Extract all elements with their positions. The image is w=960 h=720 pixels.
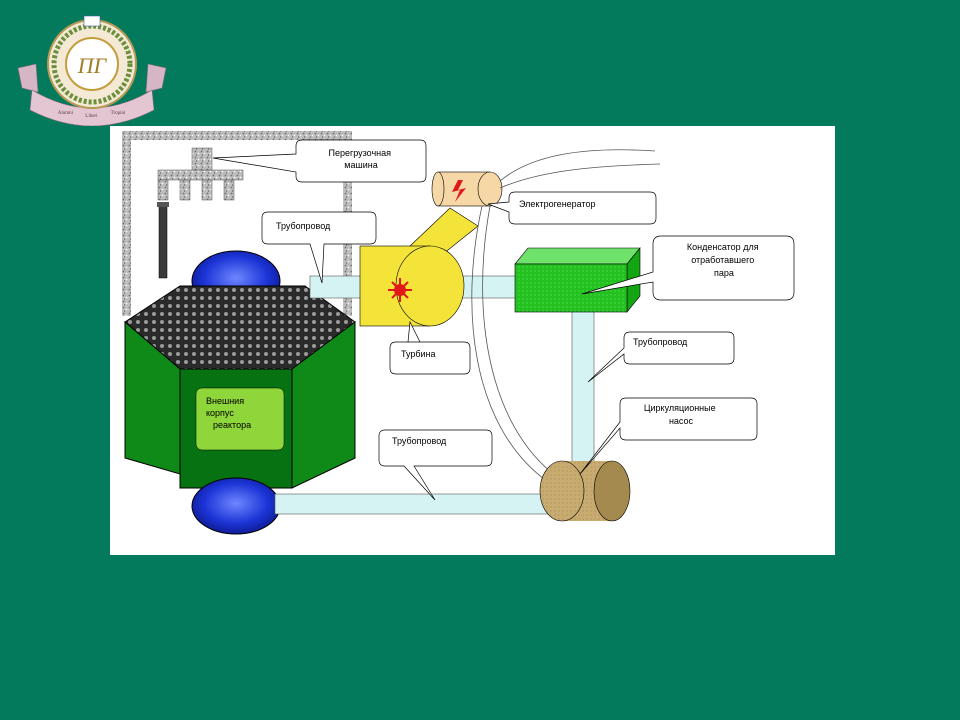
- turbine-star-icon: [388, 278, 412, 302]
- svg-text:Конденсатор для отрабо: Конденсатор для отработавшего пара: [687, 242, 761, 278]
- circulation-pump: [539, 460, 631, 522]
- svg-text:Циркуляционные насос: Циркуляционные насос: [644, 403, 718, 426]
- callout-pipeline-right: Трубопровод: [587, 331, 735, 383]
- diagram-panel: Внешния корпус реактора: [110, 126, 835, 555]
- svg-text:Турбина: Турбина: [401, 349, 436, 359]
- turbine: [359, 245, 465, 327]
- svg-text:Перегрузочная машина: Перегрузочная машина: [328, 148, 393, 170]
- emblem-ribbon-words: Alumni Liberi Tropini: [58, 111, 126, 119]
- svg-text:Трубопровод: Трубопровод: [392, 436, 447, 446]
- reactor-schematic: Внешния корпус реактора: [122, 131, 795, 535]
- fuel-rod-cap: [157, 202, 169, 207]
- callout-condenser: Конденсатор для отработавшего пара: [581, 235, 795, 301]
- lightning-icon: [452, 180, 466, 202]
- callout-pipeline-top: Трубопровод: [261, 211, 377, 284]
- callout-generator: Электрогенератор: [487, 191, 657, 225]
- condenser: [514, 247, 641, 313]
- book-icon: [83, 15, 101, 27]
- reactor-vessel-label: Внешния корпус реактора: [206, 396, 251, 430]
- callout-pipeline-bottom: Трубопровод: [378, 429, 493, 501]
- emblem-monogram: ПГ: [77, 53, 108, 78]
- university-emblem: ПГ Alumni Liberi Tropini: [17, 15, 167, 126]
- reactor-body: [124, 285, 356, 489]
- svg-text:Трубопровод: Трубопровод: [633, 337, 688, 347]
- pipes: [274, 275, 595, 515]
- power-wires: [471, 149, 661, 483]
- svg-text:Электрогенератор: Электрогенератор: [519, 199, 596, 209]
- callout-pump: Циркуляционные насос: [579, 397, 758, 475]
- emblem-laurel: [51, 23, 133, 105]
- generator: [431, 171, 503, 207]
- emblem-center: [65, 37, 119, 91]
- callout-refueling-machine: Перегрузочная машина: [212, 139, 427, 183]
- fuel-rod: [158, 203, 168, 279]
- svg-text:Трубопровод: Трубопровод: [276, 221, 331, 231]
- callout-turbine: Турбина: [389, 320, 471, 375]
- reactor-vessel-panel: [195, 387, 285, 451]
- core-lower: [191, 477, 281, 535]
- refueling-machine: [157, 147, 244, 201]
